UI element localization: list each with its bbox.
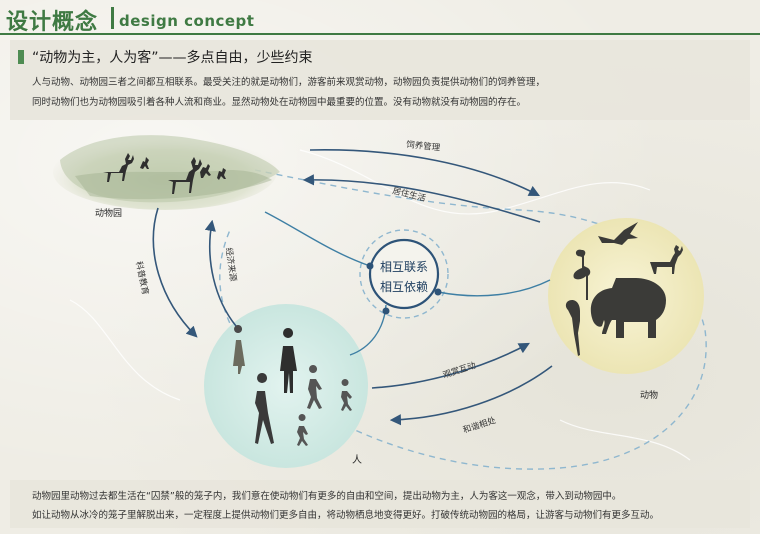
intro-panel: “动物为主，人为客”——多点自由，少些约束 人与动物、动物园三者之间都互相联系。… (10, 40, 750, 120)
animals-node: 动物 (548, 218, 704, 401)
zoo-node: 动物园 (53, 134, 280, 219)
flow-arrows (152, 149, 553, 426)
center-line-1: 相互联系 (380, 260, 428, 274)
flow-label-harmony: 和谐相处 (462, 415, 498, 436)
outro-line-2: 如让动物从冰冷的笼子里解脱出来，一定程度上提供动物们更多自由，将动物栖息地变得更… (32, 510, 660, 521)
arrow-harmony (389, 365, 553, 426)
outro-panel: 动物园里动物过去都生活在“囚禁”般的笼子内，我们意在使动物们有更多的自由和空间，… (10, 480, 750, 528)
page-subtitle: design concept (119, 12, 255, 30)
intro-line-1: 人与动物、动物园三者之间都互相联系。最受关注的就是动物们，游客前来观赏动物，动物… (32, 77, 546, 88)
animal-silhouettes (565, 222, 683, 356)
deer-silhouettes (103, 153, 226, 194)
arrow-economy (204, 219, 237, 327)
page-title: 设计概念 (6, 10, 99, 35)
people-node: 人 (204, 304, 368, 468)
background-contours (69, 149, 691, 461)
zoo-label: 动物园 (95, 207, 122, 219)
outro-line-1: 动物园里动物过去都生活在“囚禁”般的笼子内，我们意在使动物们有更多的自由和空间，… (32, 491, 622, 502)
flow-label-education: 科普教育 (133, 260, 151, 296)
people-silhouettes (233, 325, 352, 446)
center-line-2: 相互依赖 (380, 279, 428, 294)
people-label: 人 (352, 454, 362, 466)
flow-label-viewing: 观赏互动 (442, 360, 478, 381)
page-header: 设计概念 design concept (0, 0, 760, 35)
connector-dots (366, 262, 442, 315)
header-rule (0, 33, 760, 35)
arrow-feeding (309, 149, 540, 197)
arrow-education (152, 207, 198, 338)
arrow-viewing (371, 342, 530, 389)
flow-label-feeding: 饲养管理 (406, 139, 441, 154)
intro-line-2: 同时动物们也为动物园吸引着各种人流和商业。显然动物处在动物园中最重要的位置。没有… (32, 97, 527, 108)
intro-heading: “动物为主，人为客”——多点自由，少些约束 (32, 50, 313, 66)
animals-label: 动物 (640, 389, 658, 401)
heading-marker (18, 50, 24, 64)
arrow-living (302, 174, 541, 223)
center-hub: 相互联系 相互依赖 (359, 229, 449, 319)
title-divider (111, 7, 114, 29)
flow-label-economy: 经济来源 (223, 247, 239, 283)
